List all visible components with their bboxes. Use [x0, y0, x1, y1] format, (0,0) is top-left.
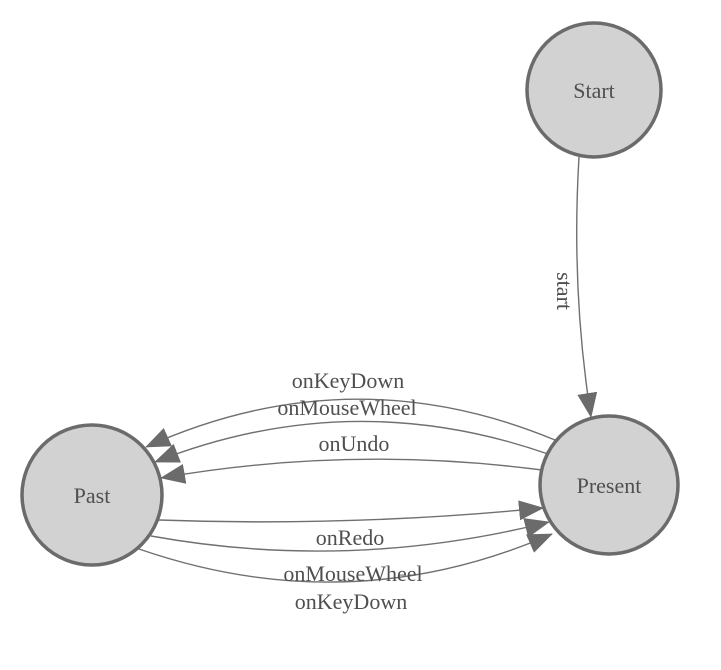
- state-node-start-circle: [525, 21, 663, 159]
- edge-label-onkeydown-bottom: onKeyDown: [295, 589, 407, 614]
- edge-label-onredo: onRedo: [316, 525, 384, 550]
- edge-present-to-past-onkeydown: [145, 398, 556, 448]
- edge-present-to-past-onmousewheel: [154, 420, 549, 463]
- state-node-past-circle: [20, 423, 164, 567]
- edge-past-to-present-onkeydown: [138, 533, 553, 583]
- state-node-past: Past: [20, 423, 164, 567]
- state-node-present-circle: [538, 414, 680, 556]
- state-node-start: Start: [525, 21, 663, 159]
- state-node-present-label: Present: [577, 473, 642, 498]
- edge-past-to-present-onmousewheel: [150, 518, 550, 552]
- edge-label-group: start onKeyDown onMouseWheel onUndo onRe…: [277, 272, 577, 614]
- edge-label-onmousewheel-bottom: onMouseWheel: [283, 561, 422, 586]
- edge-label-onmousewheel-top: onMouseWheel: [277, 395, 416, 420]
- node-group: Start Present Past: [20, 21, 680, 567]
- edge-label-onkeydown-top: onKeyDown: [292, 368, 404, 393]
- state-node-past-label: Past: [74, 483, 111, 508]
- state-node-start-label: Start: [573, 78, 615, 103]
- edge-label-onundo: onUndo: [319, 431, 390, 456]
- edge-present-to-past-onundo: [160, 458, 543, 484]
- edge-group: [138, 156, 598, 583]
- edge-past-to-present-onredo: [158, 500, 544, 523]
- state-node-present: Present: [538, 414, 680, 556]
- edge-label-start: start: [552, 272, 577, 310]
- edge-start-to-present: [576, 156, 598, 418]
